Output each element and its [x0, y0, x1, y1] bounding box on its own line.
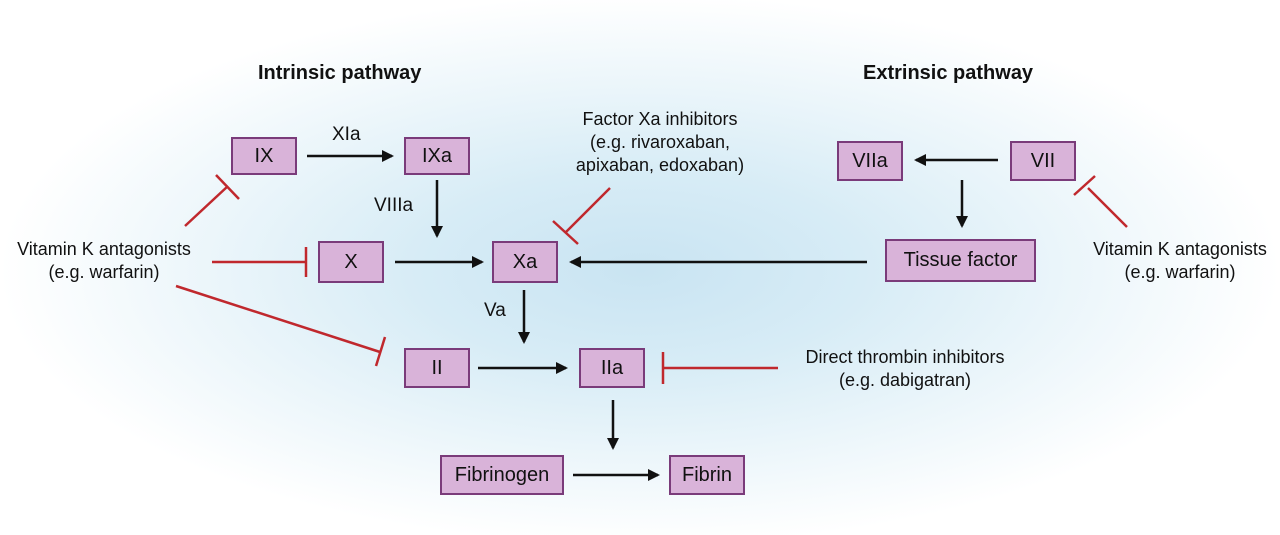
cofactor-xia-label: XIa: [332, 124, 361, 145]
fibrin-box: Fibrin: [669, 455, 745, 495]
factor-vii-box: VII: [1010, 141, 1076, 181]
cofactor-va-label: Va: [484, 300, 506, 321]
factor-ii-box: II: [404, 348, 470, 388]
inhibit-vka-to-vii: [1087, 187, 1128, 228]
thrombin-inhibitors-label: Direct thrombin inhibitors (e.g. dabigat…: [805, 347, 1005, 390]
inhibit-vka-to-vii-bar: [1073, 175, 1096, 196]
inhibit-vka-to-ix: [184, 185, 229, 227]
inhibit-vka-to-ii-bar: [374, 336, 387, 367]
factor-ixa-box: IXa: [404, 137, 470, 175]
inhibit-xa-inhibitors: [565, 187, 611, 233]
cofactor-viiia-label: VIIIa: [374, 195, 414, 216]
vka-right-label: Vitamin K antagonists (e.g. warfarin): [1093, 239, 1267, 282]
factor-viia-box: VIIa: [837, 141, 903, 181]
vka-left-label: Vitamin K antagonists (e.g. warfarin): [17, 239, 191, 282]
factor-xa-box: Xa: [492, 241, 558, 283]
inhibit-vka-to-ix-bar: [215, 174, 240, 200]
fibrinogen-box: Fibrinogen: [440, 455, 564, 495]
xa-inhibitors-label: Factor Xa inhibitors (e.g. rivaroxaban, …: [575, 109, 745, 175]
intrinsic-pathway-heading: Intrinsic pathway: [258, 62, 422, 84]
inhibit-xa-inhibitors-bar: [552, 220, 579, 245]
inhibit-vka-to-ii: [175, 284, 381, 354]
extrinsic-pathway-heading: Extrinsic pathway: [863, 62, 1034, 84]
tissue-factor-box: Tissue factor: [885, 239, 1036, 282]
factor-x-box: X: [318, 241, 384, 283]
factor-ix-box: IX: [231, 137, 297, 175]
factor-iia-box: IIa: [579, 348, 645, 388]
